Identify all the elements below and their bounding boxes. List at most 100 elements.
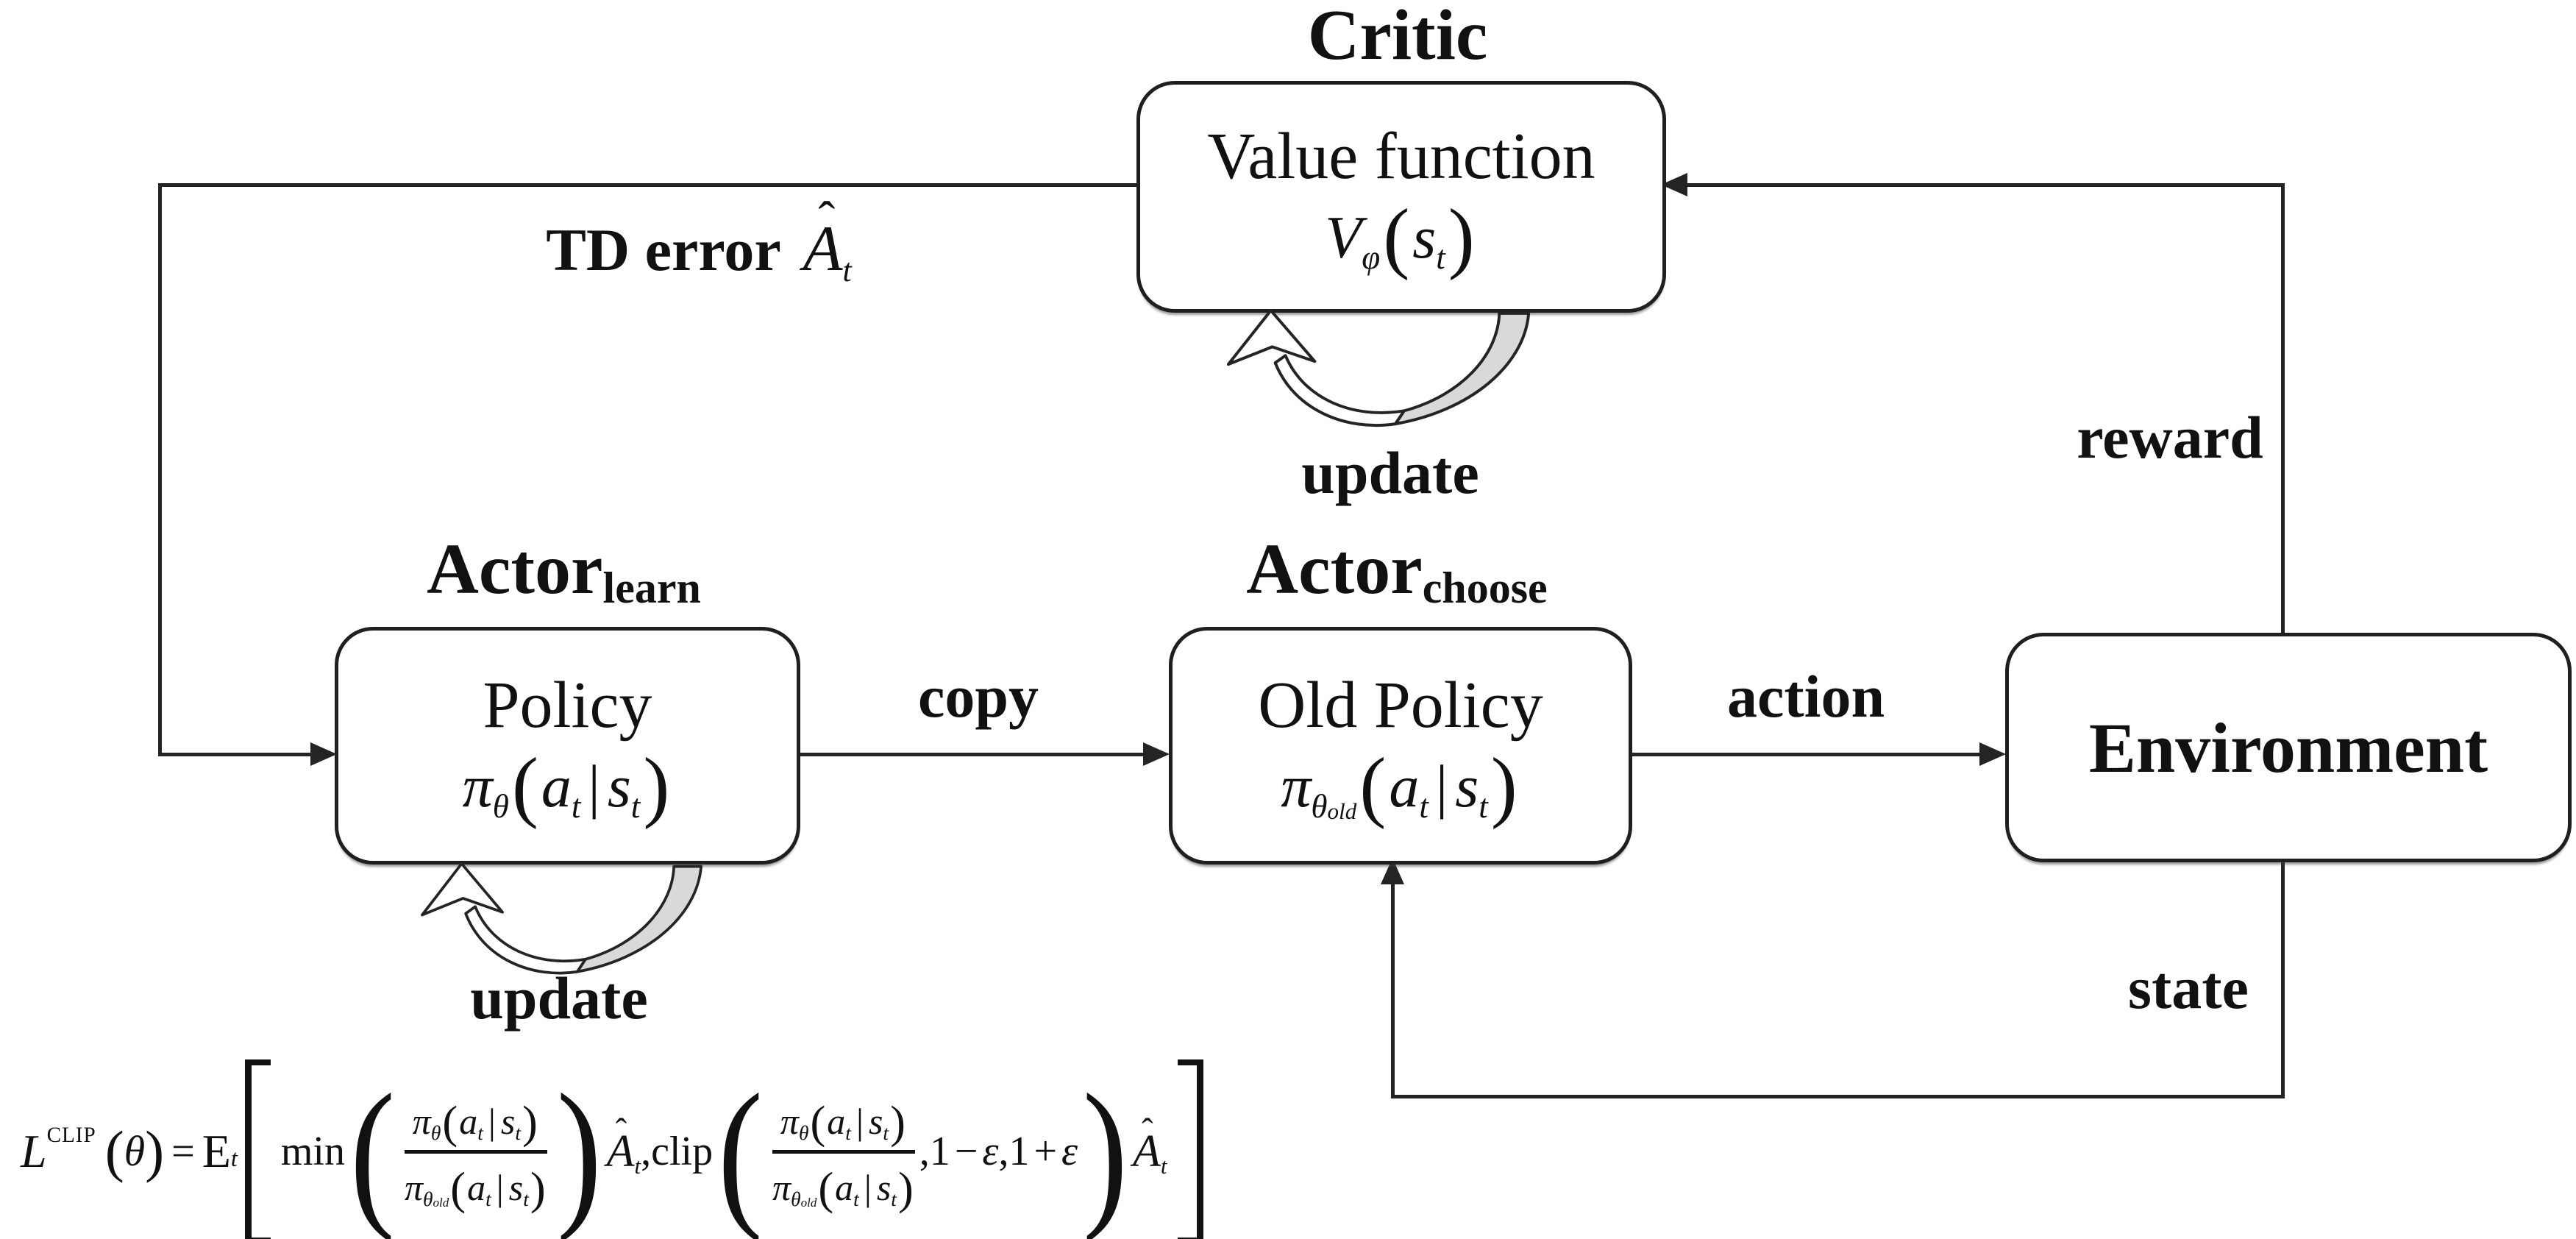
formula-epsilon: ε <box>982 1129 999 1174</box>
formula-min: min <box>280 1129 345 1174</box>
math-rparen: ) <box>897 1162 914 1214</box>
math-t-sub: t <box>485 1187 491 1210</box>
math-t-sub: t <box>634 1153 641 1179</box>
math-t-sub: t <box>1160 1153 1167 1179</box>
formula-comma: , <box>919 1129 930 1174</box>
math-t-sub: t <box>477 1121 483 1144</box>
update-critic-arrow-head <box>1226 309 1317 366</box>
reward-line-vertical <box>2281 183 2285 634</box>
action-arrow-head <box>1979 742 2006 766</box>
td-error-line-bottom <box>158 753 314 756</box>
math-t-sub: t <box>1436 238 1445 276</box>
math-pi: π <box>1281 752 1312 820</box>
formula-L-sup: CLIP <box>46 1123 96 1148</box>
math-a: a <box>835 1166 854 1208</box>
formula-rparen: ) <box>145 1119 165 1183</box>
math-theta-sub: θ <box>423 1187 433 1210</box>
math-A: A <box>1133 1126 1161 1176</box>
math-pi: π <box>412 1100 431 1142</box>
math-old-subsub: old <box>433 1195 449 1210</box>
actor-choose-subscript: choose <box>1422 564 1548 613</box>
formula-left-bracket <box>244 1059 271 1239</box>
state-line-vertical-right <box>2281 855 2285 1098</box>
math-rparen: ) <box>522 1096 538 1148</box>
copy-line <box>793 753 1146 756</box>
math-s: s <box>508 1166 524 1208</box>
hat-accent: ˆ <box>1142 1112 1153 1151</box>
copy-label: copy <box>918 663 1039 730</box>
math-t-sub: t <box>883 1121 889 1144</box>
update-actor-arrow-head <box>421 862 504 917</box>
math-theta-sub: θ <box>430 1121 441 1144</box>
td-error-arrow-head <box>310 742 337 766</box>
math-s: s <box>607 752 631 820</box>
update-critic-arrow-tail <box>1393 311 1531 426</box>
environment-title: Environment <box>2088 708 2488 787</box>
math-V: V <box>1325 203 1362 271</box>
value-function-title: Value function <box>1207 120 1595 194</box>
math-s: s <box>500 1100 516 1142</box>
policy-title: Policy <box>483 669 652 742</box>
math-theta-sub: θ <box>1311 787 1328 825</box>
td-error-line-top <box>158 183 1138 187</box>
math-bar: | <box>1435 752 1448 820</box>
math-t-sub: t <box>523 1187 529 1210</box>
formula-clip: clip <box>651 1129 714 1174</box>
math-pi: π <box>404 1166 423 1208</box>
math-lparen: ( <box>1359 742 1387 831</box>
math-rparen: ) <box>1448 194 1475 282</box>
math-t-sub: t <box>842 252 852 288</box>
math-lparen: ( <box>810 1096 826 1148</box>
reward-line-horizontal <box>1687 183 2285 187</box>
math-bar: | <box>588 752 600 820</box>
math-a: a <box>541 752 572 820</box>
math-lparen: ( <box>442 1096 458 1148</box>
update-critic-arrow-band <box>1273 354 1406 427</box>
math-theta-sub: θ <box>798 1121 809 1144</box>
update-critic-arrow <box>1226 309 1531 427</box>
math-theta-sub: θ <box>791 1187 801 1210</box>
math-rparen: ) <box>890 1096 905 1148</box>
state-line-vertical-left <box>1391 883 1395 1098</box>
formula-one: 1 <box>929 1129 950 1174</box>
formula-expectation-sub: t <box>230 1146 238 1173</box>
math-bar: | <box>496 1166 504 1208</box>
math-a: a <box>827 1100 846 1142</box>
math-rparen: ) <box>530 1162 546 1214</box>
formula-big-rparen: ) <box>556 1059 602 1239</box>
math-t-sub: t <box>853 1187 859 1210</box>
math-t-sub: t <box>630 787 641 825</box>
math-phi-sub: φ <box>1362 238 1381 276</box>
hat-accent: ˆ <box>615 1112 627 1151</box>
update-critic-label: update <box>1301 439 1479 506</box>
math-s: s <box>1412 203 1437 271</box>
update-actor-arrow <box>421 862 703 975</box>
math-rparen: ) <box>643 742 670 831</box>
math-rparen: ) <box>1490 742 1518 831</box>
td-error-label: TD error <box>546 216 781 283</box>
formula-one: 1 <box>1008 1129 1030 1174</box>
math-a: a <box>459 1100 478 1142</box>
update-actor-label: update <box>470 965 648 1032</box>
old-policy-title: Old Policy <box>1258 669 1543 742</box>
hat-accent: ˆ <box>818 191 836 248</box>
formula-big-rparen: ) <box>1082 1059 1128 1239</box>
math-lparen: ( <box>511 742 538 831</box>
state-line-horizontal <box>1391 1095 2285 1098</box>
math-t-sub: t <box>1479 787 1488 825</box>
